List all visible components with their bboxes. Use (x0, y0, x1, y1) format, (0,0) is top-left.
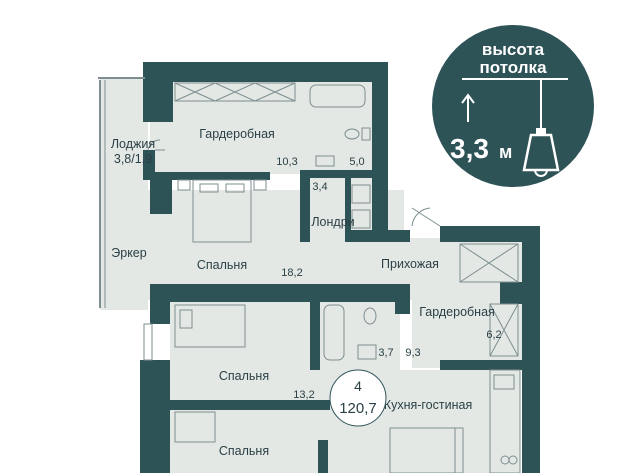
nightstand-icon (177, 179, 191, 191)
total-area: 120,7 (339, 400, 377, 417)
wall (395, 284, 410, 314)
wall (300, 170, 310, 242)
kitchen-counter (489, 369, 521, 473)
ceiling-title-line1: высота (482, 40, 545, 59)
wall (440, 226, 540, 242)
apartment-summary: 4 120,7 (329, 369, 387, 427)
wc-small-area: 3,4 (312, 181, 327, 193)
wardrobe-top-floor (150, 82, 372, 174)
wall (150, 284, 170, 324)
wall (522, 226, 540, 473)
loggia-area: 3,8/1,9 (114, 152, 152, 166)
room-labels: Лоджия 3,8/1,9 Гардеробная 10,3 5,0 3,4 … (111, 127, 502, 458)
summary-circle (329, 369, 387, 427)
wall (440, 360, 522, 370)
window (143, 323, 153, 361)
bathtub-icon (309, 84, 366, 108)
bath-mid-area: 3,7 (378, 347, 393, 359)
wardrobe-right-area: 6,2 (486, 329, 501, 341)
laundry-name: Лондри (311, 215, 354, 229)
wall (170, 400, 330, 410)
bay-name: Эркер (111, 246, 146, 260)
bedroom-main-area: 18,2 (281, 267, 302, 279)
wall (150, 172, 270, 180)
ceiling-value: 3,3 (450, 133, 489, 164)
wall (150, 284, 410, 302)
loggia-name: Лоджия (111, 137, 155, 151)
sink-icon (357, 344, 377, 360)
wall (500, 282, 522, 304)
wardrobe-top-area: 10,3 (276, 156, 297, 168)
toilet-icon (363, 307, 377, 325)
entry-door-icon (411, 207, 441, 227)
sink-icon (493, 374, 515, 390)
wall (310, 300, 320, 370)
wall (140, 360, 170, 473)
bedroom-mid-name: Спальня (219, 369, 269, 383)
wardrobe-top-name: Гардеробная (199, 127, 275, 141)
washer-icon (351, 184, 371, 204)
bed-icon (192, 179, 252, 243)
hall-mid-area: 9,3 (405, 347, 420, 359)
pillow-icon (225, 183, 245, 193)
wardrobe-shelf (459, 243, 519, 283)
wall (143, 62, 388, 82)
wardrobe-shelf (174, 82, 296, 102)
door-icon (147, 139, 165, 151)
wall (150, 172, 172, 214)
wardrobe-shelf (174, 82, 296, 102)
pillow-icon (199, 183, 219, 193)
fixtures (147, 82, 521, 473)
wall (300, 170, 378, 178)
stove-icon (508, 455, 518, 465)
walls (140, 62, 540, 473)
kitchen-living-name: Кухня-гостиная (384, 398, 472, 412)
washer-icon (351, 209, 371, 229)
wall (345, 178, 351, 238)
sink-icon (315, 155, 335, 167)
wall (372, 62, 388, 238)
ceiling-height-badge: высота потолка 3,3 м (432, 25, 594, 187)
toilet-icon (344, 128, 360, 140)
pendant-lamp-icon (522, 79, 560, 177)
hallway-name: Прихожая (381, 257, 439, 271)
pillow-icon (179, 309, 193, 329)
wall (318, 440, 328, 473)
wardrobe-shelf (459, 243, 519, 283)
arrow-up-icon (461, 93, 475, 122)
bedroom-bottom-name: Спальня (219, 444, 269, 458)
ceiling-title-line2: потолка (479, 58, 547, 77)
bathtub-icon (323, 304, 345, 361)
dining-table-icon (454, 427, 464, 473)
bed-icon (174, 411, 216, 443)
wardrobe-shelf (489, 303, 519, 357)
wardrobe-shelf (489, 303, 519, 357)
bath-mid-floor (320, 300, 400, 370)
bed-icon (174, 304, 246, 348)
bedroom-mid-area: 13,2 (293, 389, 314, 401)
wardrobe-right-name: Гардеробная (419, 305, 495, 319)
nightstand-icon (253, 179, 267, 191)
rooms-count: 4 (354, 378, 362, 394)
ceiling-unit: м (499, 142, 512, 162)
wall (143, 62, 173, 122)
bath-top-area: 5,0 (349, 156, 364, 168)
wall (345, 230, 410, 242)
toilet-icon (361, 127, 371, 141)
bedroom-main-name: Спальня (197, 258, 247, 272)
